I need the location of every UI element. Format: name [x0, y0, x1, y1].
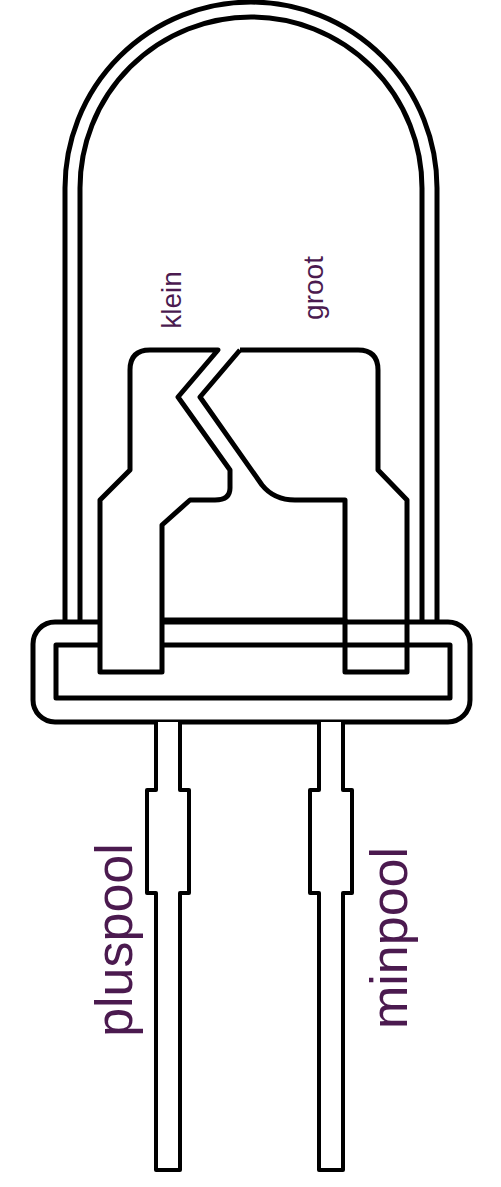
electrode-label-holder: klein [143, 286, 201, 314]
pin-label: minpool [363, 847, 415, 1029]
electrode-label: klein [158, 271, 186, 329]
pin-label-holder: minpool [298, 912, 480, 964]
anode-post [100, 350, 230, 672]
cathode-leg [310, 722, 352, 1170]
electrode-label: groot [300, 256, 328, 320]
electrode-label-holder: groot [282, 274, 346, 302]
anode-leg [147, 722, 189, 1170]
pin-label: pluspool [88, 843, 140, 1037]
cathode-anvil [162, 350, 407, 672]
cathode-anvil-edge [200, 350, 345, 620]
pin-label-holder: pluspool [17, 914, 211, 966]
